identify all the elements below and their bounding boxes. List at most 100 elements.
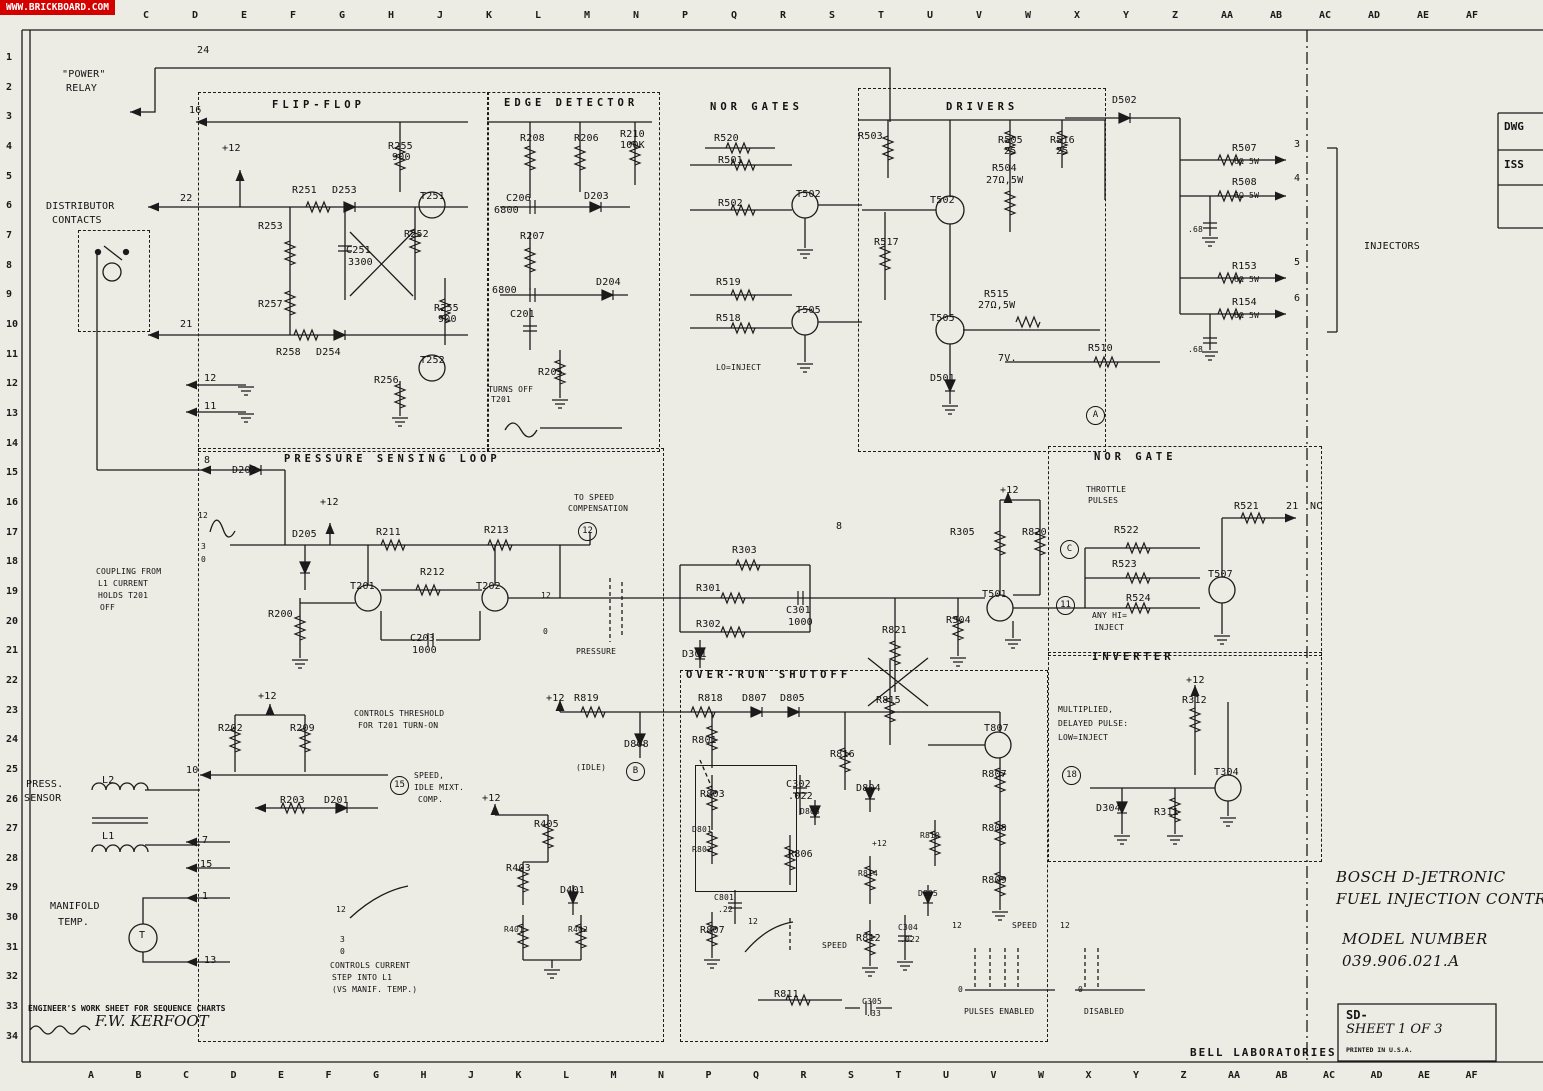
component-label: STEP INTO L1: [332, 973, 393, 982]
grid-letter-bottom: Q: [753, 1070, 760, 1081]
component-label: T202: [476, 581, 501, 592]
grid-letter-bottom: W: [1038, 1070, 1045, 1081]
grid-letter-bottom: J: [468, 1070, 475, 1081]
grid-row-number: 17: [6, 526, 19, 538]
component-label: C302: [786, 779, 811, 790]
component-label: R515: [984, 289, 1009, 300]
component-label: 11: [204, 401, 217, 412]
section-box-distributor-contacts: [78, 230, 150, 332]
component-label: C305: [862, 997, 883, 1006]
grid-row-number: 15: [6, 467, 19, 479]
grid-letter-bottom: S: [848, 1070, 855, 1081]
component-label: R405: [534, 819, 559, 830]
component-label: 8: [204, 455, 211, 466]
watermark: WWW.BRICKBOARD.COM: [0, 0, 115, 15]
component-label: 0: [1078, 985, 1084, 994]
grid-letter-bottom: F: [325, 1070, 332, 1081]
grid-row-number: 3: [6, 111, 13, 123]
grid-letter-top: AA: [1221, 10, 1234, 21]
component-label: R205: [538, 367, 563, 378]
grid-row-number: 19: [6, 585, 19, 597]
component-label: R203: [280, 795, 305, 806]
grid-letter-top: AE: [1417, 10, 1430, 21]
component-label: R510: [1088, 343, 1113, 354]
component-label: 11: [1056, 596, 1075, 615]
component-label: R806: [788, 849, 813, 860]
grid-letter-top: F: [290, 10, 297, 21]
grid-letter-top: U: [927, 10, 934, 21]
grid-letter-top: AD: [1368, 10, 1381, 21]
component-label: OVER-RUN SHUTOFF: [686, 669, 852, 681]
component-label: PRESSURE: [576, 647, 617, 656]
component-label: 15: [390, 776, 409, 795]
grid-row-number: 10: [6, 318, 19, 330]
dwg-label: DWG: [1504, 120, 1524, 133]
component-label: D502: [1112, 95, 1137, 106]
note-title-line1: BOSCH D-JETRONIC: [1336, 868, 1506, 886]
component-label: R402: [568, 925, 589, 934]
component-label: 6Ω 5W: [1234, 191, 1260, 200]
component-label: R508: [1232, 177, 1257, 188]
component-label: SPEED: [1012, 921, 1038, 930]
component-label: R814: [858, 869, 879, 878]
grid-row-number: 11: [6, 348, 19, 360]
component-label: T252: [420, 355, 445, 366]
grid-letter-top: J: [437, 10, 444, 21]
component-label: R256: [374, 375, 399, 386]
component-label: C206: [506, 193, 531, 204]
component-label: DRIVERS: [946, 101, 1019, 113]
grid-row-number: 26: [6, 793, 19, 805]
grid-row-number: 4: [6, 140, 13, 152]
component-label: 100K: [620, 140, 645, 151]
component-label: R821: [882, 625, 907, 636]
grid-row-number: 12: [6, 378, 19, 390]
grid-letter-bottom: P: [705, 1070, 712, 1081]
grid-row-number: 28: [6, 852, 19, 864]
grid-letter-top: R: [780, 10, 787, 21]
component-label: SENSOR: [24, 793, 62, 804]
grid-row-number: 14: [6, 437, 19, 449]
grid-letter-top: T: [878, 10, 885, 21]
component-label: 1000: [788, 617, 813, 628]
component-label: R257: [258, 299, 283, 310]
grid-letter-top: G: [339, 10, 346, 21]
component-label: R301: [696, 583, 721, 594]
component-label: 12: [541, 591, 552, 600]
component-label: +12: [872, 839, 888, 848]
component-label: NOR GATE: [1094, 451, 1177, 463]
grid-letter-top: W: [1025, 10, 1032, 21]
component-label: T507: [1208, 569, 1233, 580]
section-box-drivers: [858, 88, 1106, 452]
component-label: INVERTER: [1092, 651, 1175, 663]
component-label: COUPLING FROM: [96, 567, 162, 576]
component-label: B: [626, 762, 645, 781]
component-label: 3: [1294, 139, 1301, 150]
grid-letter-top: C: [143, 10, 150, 21]
component-label: 12: [336, 905, 347, 914]
grid-letter-bottom: A: [88, 1070, 95, 1081]
engineer-signature: F.W. KERFOOT: [95, 1012, 209, 1030]
grid-letter-top: AC: [1319, 10, 1332, 21]
component-label: 6: [1294, 293, 1301, 304]
grid-letter-bottom: E: [278, 1070, 285, 1081]
grid-letter-bottom: T: [895, 1070, 902, 1081]
grid-row-number: 16: [6, 496, 19, 508]
grid-row-number: 22: [6, 674, 19, 686]
grid-row-number: 25: [6, 763, 19, 775]
component-label: 1000: [412, 645, 437, 656]
component-label: +12: [546, 693, 565, 704]
component-label: 0: [340, 947, 346, 956]
grid-row-number: 34: [6, 1030, 19, 1042]
component-label: D803: [800, 807, 821, 816]
component-label: CONTACTS: [52, 215, 102, 226]
component-label: 6800: [492, 285, 517, 296]
grid-letter-top: Q: [731, 10, 738, 21]
component-label: +12: [1000, 485, 1019, 496]
component-label: PRESSURE SENSING LOOP: [284, 453, 501, 465]
component-label: .022: [788, 791, 813, 802]
component-label: 12: [204, 373, 217, 384]
grid-row-number: 29: [6, 882, 19, 894]
grid-letter-top: AB: [1270, 10, 1283, 21]
component-label: D253: [332, 185, 357, 196]
component-label: R311: [1154, 807, 1179, 818]
